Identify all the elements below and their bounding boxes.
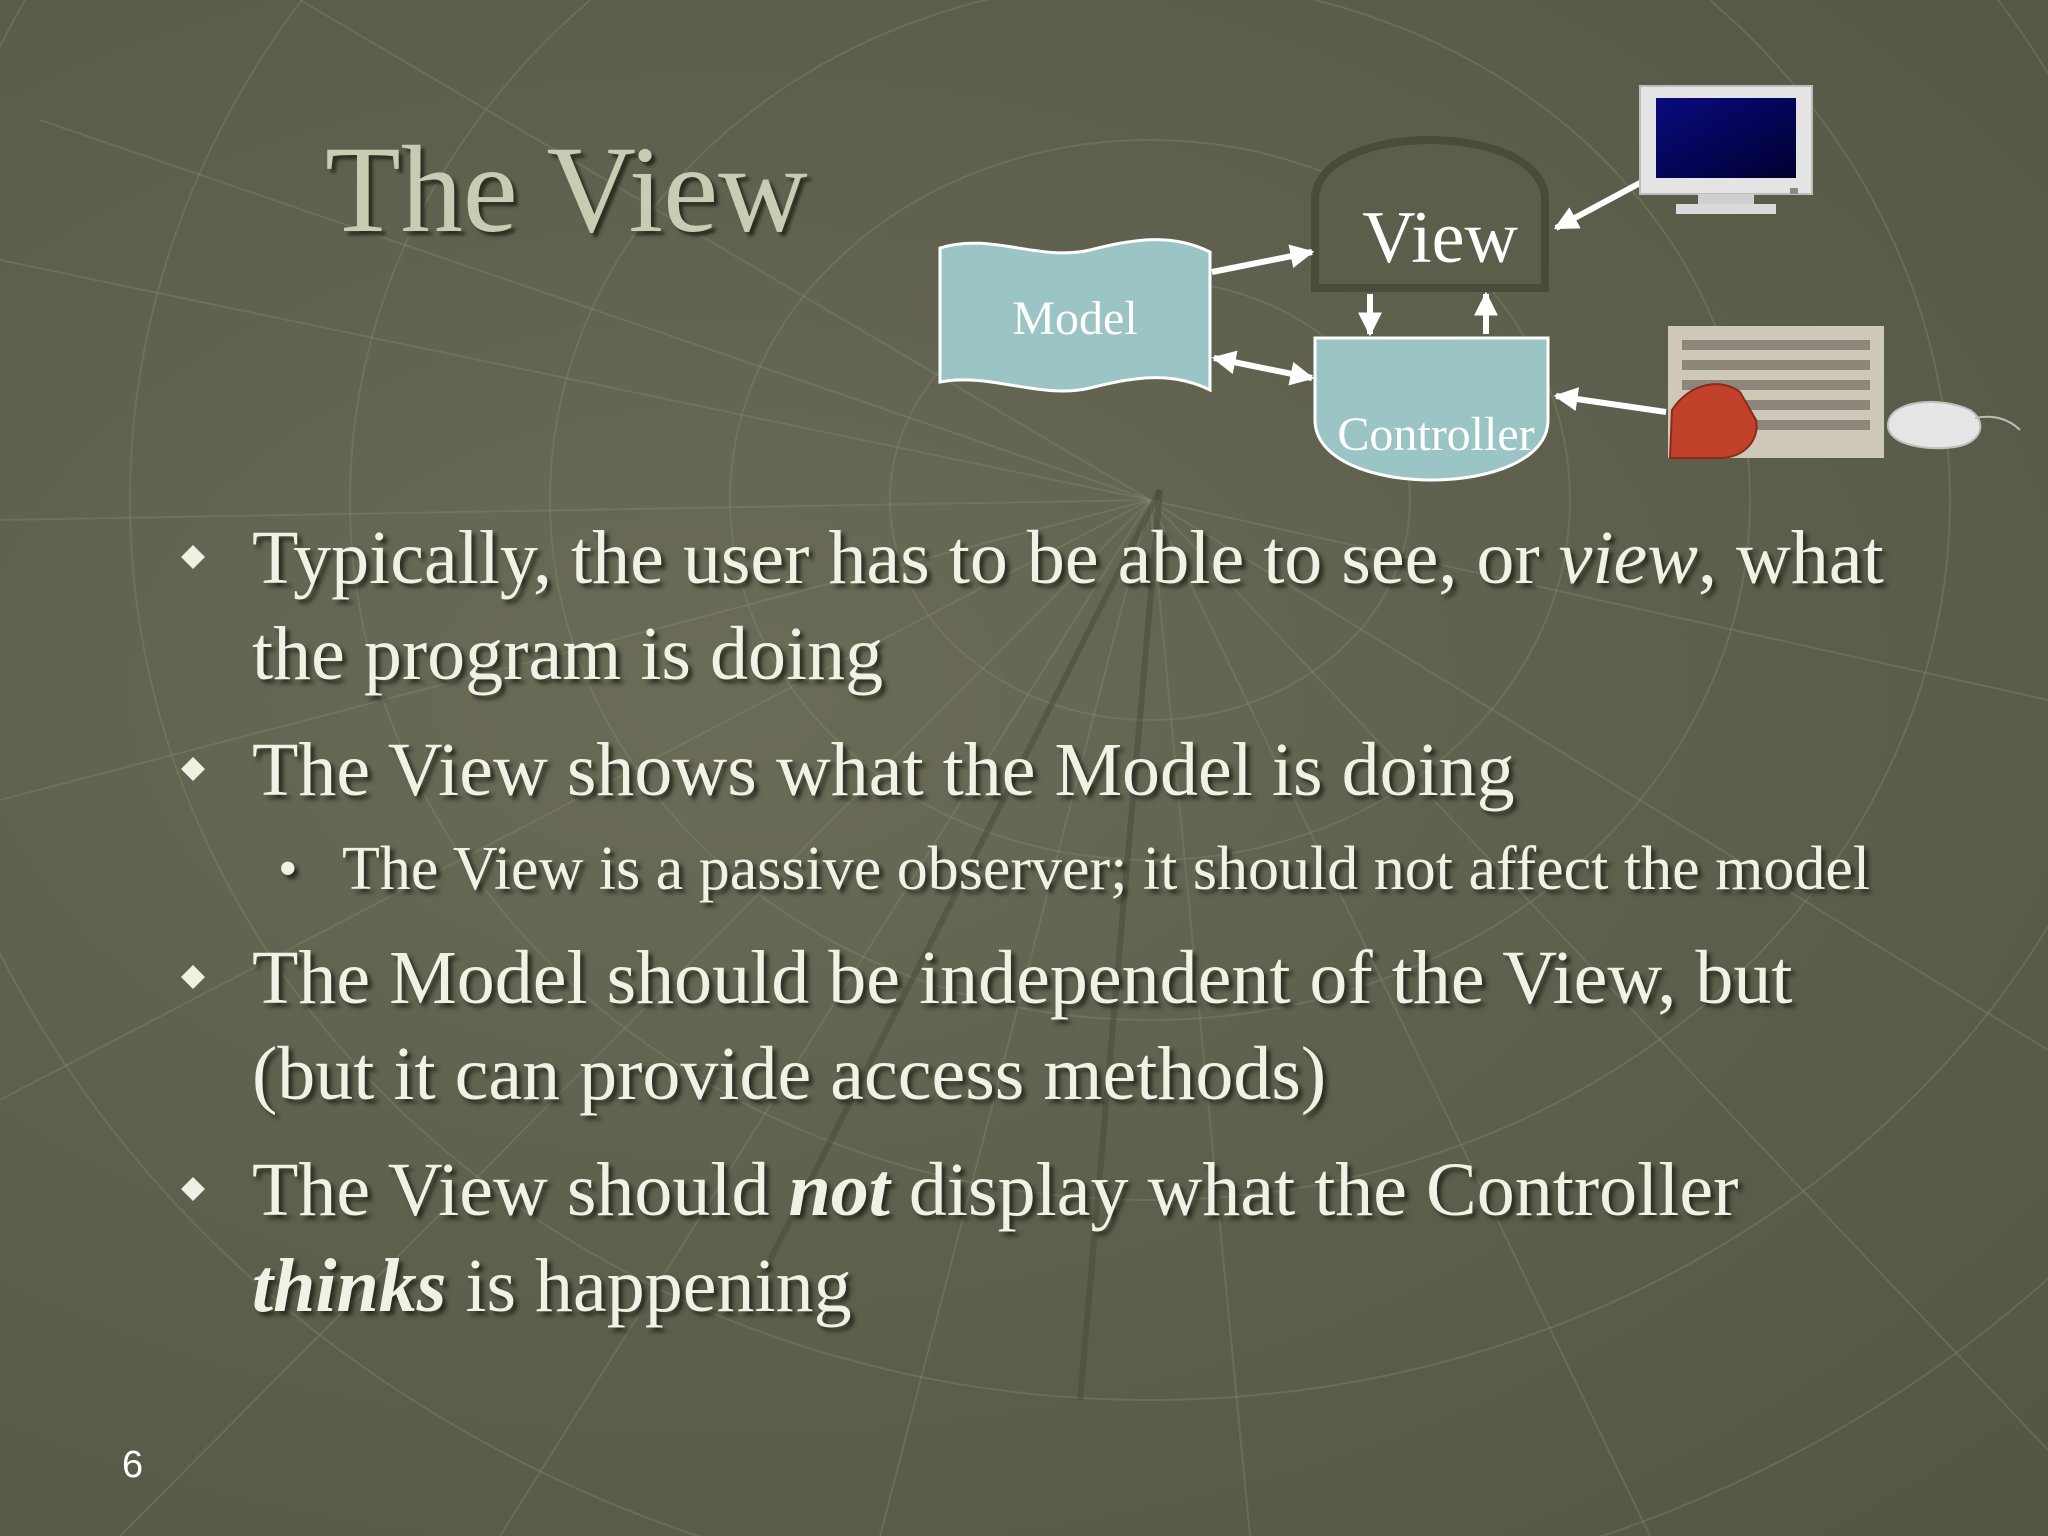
diamond-bullet-icon [181,545,205,569]
round-bullet-icon: • [278,838,298,900]
sub-bullet-2-1-text: The View is a passive observer; it shoul… [342,835,1871,903]
arrow-model-controller [1211,350,1315,386]
page-number: 6 [122,1444,144,1486]
bullet-list: Typically, the user has to be able to se… [170,510,1930,1344]
bullet-4-text-c: is happening [446,1244,852,1328]
bullet-4: The View should not display what the Con… [170,1142,1930,1334]
keyboard-hand-icon [1668,326,1884,459]
model-label: Model [1012,292,1137,345]
mouse-icon [1886,400,2021,450]
view-label: View [1362,197,1518,279]
bullet-1-emphasis: view [1558,516,1698,600]
sub-bullet-2-1: • The View is a passive observer; it sho… [170,828,1930,910]
bullet-4-strong-thinks: thinks [252,1244,447,1328]
bullet-1-text-a: Typically, the user has to be able to se… [252,516,1559,600]
model-shape: Model [938,238,1212,393]
bullet-1: Typically, the user has to be able to se… [170,510,1930,702]
monitor-icon [1639,85,1813,214]
arrow-keyboard-to-controller [1553,387,1667,415]
bullet-4-strong-not: not [788,1148,890,1232]
bullet-4-text-b: display what the Controller [889,1148,1739,1232]
bullet-3-text: The Model should be independent of the V… [252,936,1793,1116]
bullet-3: The Model should be independent of the V… [170,930,1930,1122]
bullet-2: The View shows what the Model is doing [170,722,1930,818]
diamond-bullet-icon [181,1177,205,1201]
slide-title: The View [325,121,808,258]
bullet-2-text: The View shows what the Model is doing [252,728,1515,812]
bullet-1-text-b: , what the program is doing [252,516,1884,696]
view-shape: View [1311,136,1549,292]
controller-shape: Controller [1313,336,1550,482]
arrow-model-to-view [1211,244,1315,275]
controller-label: Controller [1337,408,1534,461]
diamond-bullet-icon [181,965,205,989]
bullet-4-text-a: The View should [252,1148,789,1232]
mvc-diagram: Model View Controller [938,85,2021,482]
diamond-bullet-icon [181,757,205,781]
